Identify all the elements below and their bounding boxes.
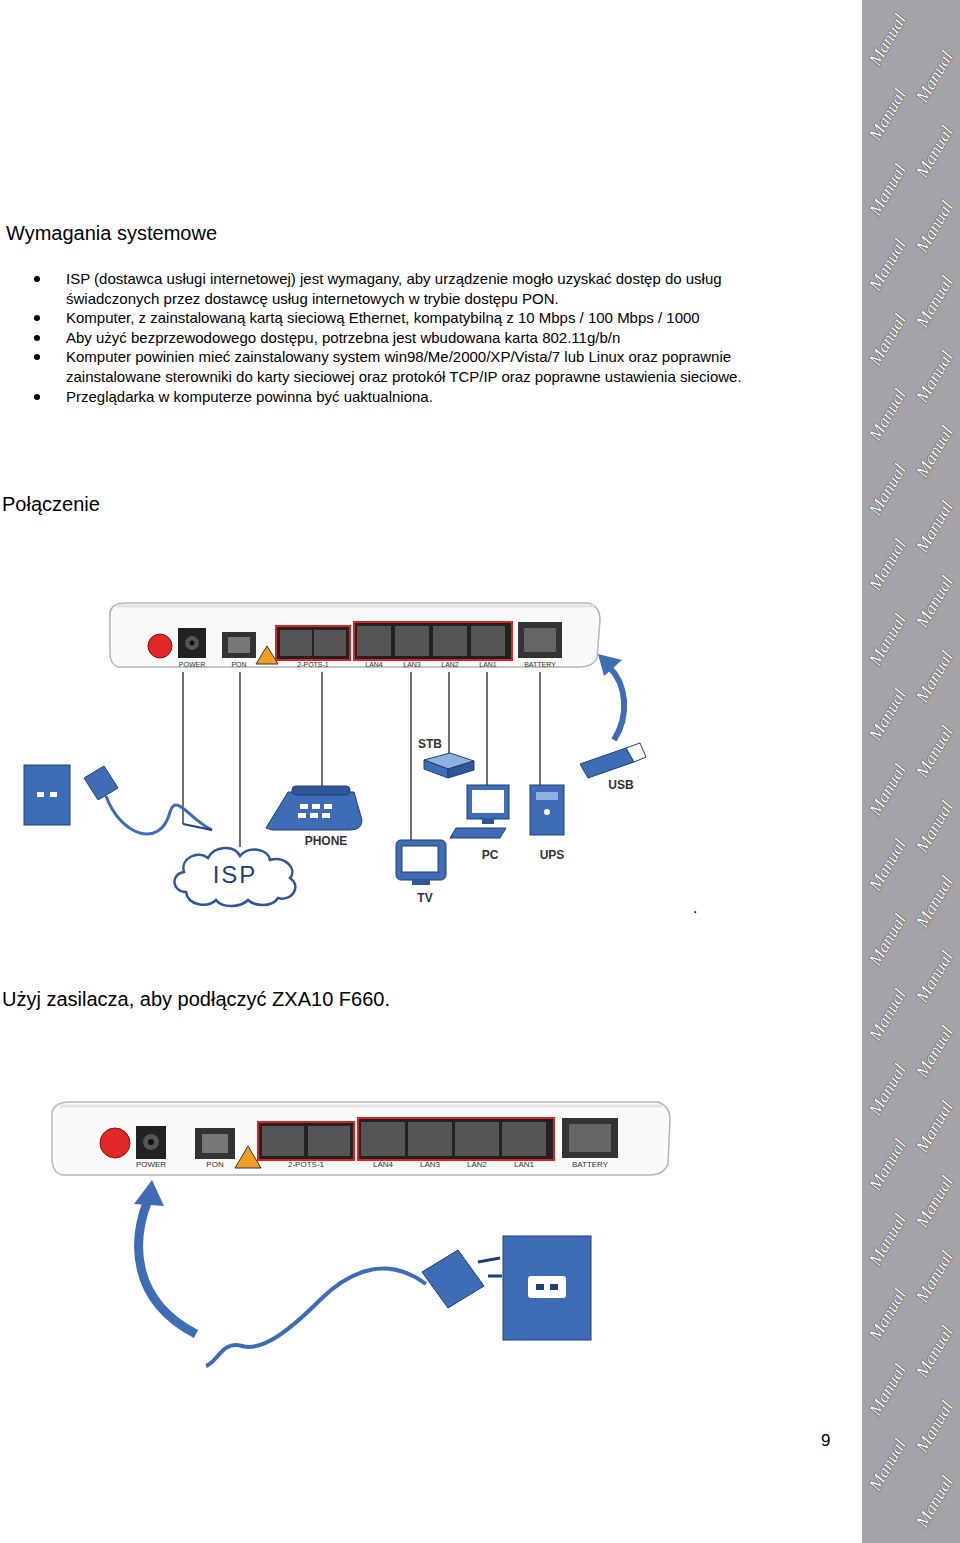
port-label: PON (231, 661, 246, 668)
port-label: LAN1 (514, 1161, 534, 1169)
device-label: PC (482, 849, 499, 861)
bullet-text: ISP (dostawca usługi internetowej) jest … (66, 269, 816, 308)
port-label: LAN4 (365, 661, 383, 668)
port-label: LAN2 (441, 661, 459, 668)
bullet-dot (34, 394, 40, 400)
phone-icon (266, 786, 362, 830)
bullet-text: Aby użyć bezprzewodowego dostępu, potrze… (66, 328, 816, 348)
device-label: UPS (540, 849, 565, 861)
port-label: LAN3 (403, 661, 421, 668)
port-label: POWER (136, 1161, 166, 1169)
cable-lines (183, 672, 540, 847)
bullet-dot (34, 335, 40, 341)
port-label: LAN1 (479, 661, 497, 668)
bullet-dot (34, 276, 40, 282)
bullet-dot (34, 315, 40, 321)
port-label: 2-POTS-1 (297, 661, 329, 668)
isp-cloud: ISP (168, 842, 302, 908)
router-rear-panel (52, 1102, 670, 1175)
pc-icon (450, 785, 509, 838)
port-label: LAN4 (373, 1161, 393, 1169)
device-label: USB (608, 779, 633, 791)
port-label: LAN3 (420, 1161, 440, 1169)
router-rear-panel (110, 603, 600, 667)
stray-mark: . (693, 898, 697, 917)
port-label: LAN2 (467, 1161, 487, 1169)
port-label: POWER (179, 661, 205, 668)
bullet-text: Komputer powinien mieć zainstalowany sys… (66, 347, 816, 386)
stb-icon (424, 753, 474, 778)
port-label: PON (206, 1161, 223, 1169)
port-label: 2-POTS-1 (288, 1161, 324, 1169)
power-outlet (24, 765, 212, 834)
port-label: BATTERY (524, 661, 556, 668)
usb-icon (580, 654, 646, 778)
section-heading: Połączenie (2, 492, 100, 516)
section-heading: Wymagania systemowe (6, 221, 217, 245)
device-label: PHONE (305, 835, 348, 847)
power-outlet (134, 1180, 591, 1366)
page-number: 9 (821, 1431, 830, 1451)
bullet-dot (34, 354, 40, 360)
port-label: BATTERY (572, 1161, 608, 1169)
instruction-text: Użyj zasilacza, aby podłączyć ZXA10 F660… (2, 987, 390, 1011)
ups-icon (530, 785, 564, 835)
tv-icon (396, 840, 446, 885)
bullet-text: Przeglądarka w komputerze powinna być ua… (66, 387, 816, 407)
device-label: TV (417, 892, 432, 904)
cloud-label: ISP (213, 861, 258, 890)
bullet-text: Komputer, z zainstalowaną kartą sieciową… (66, 308, 816, 328)
device-label: STB (418, 738, 442, 750)
